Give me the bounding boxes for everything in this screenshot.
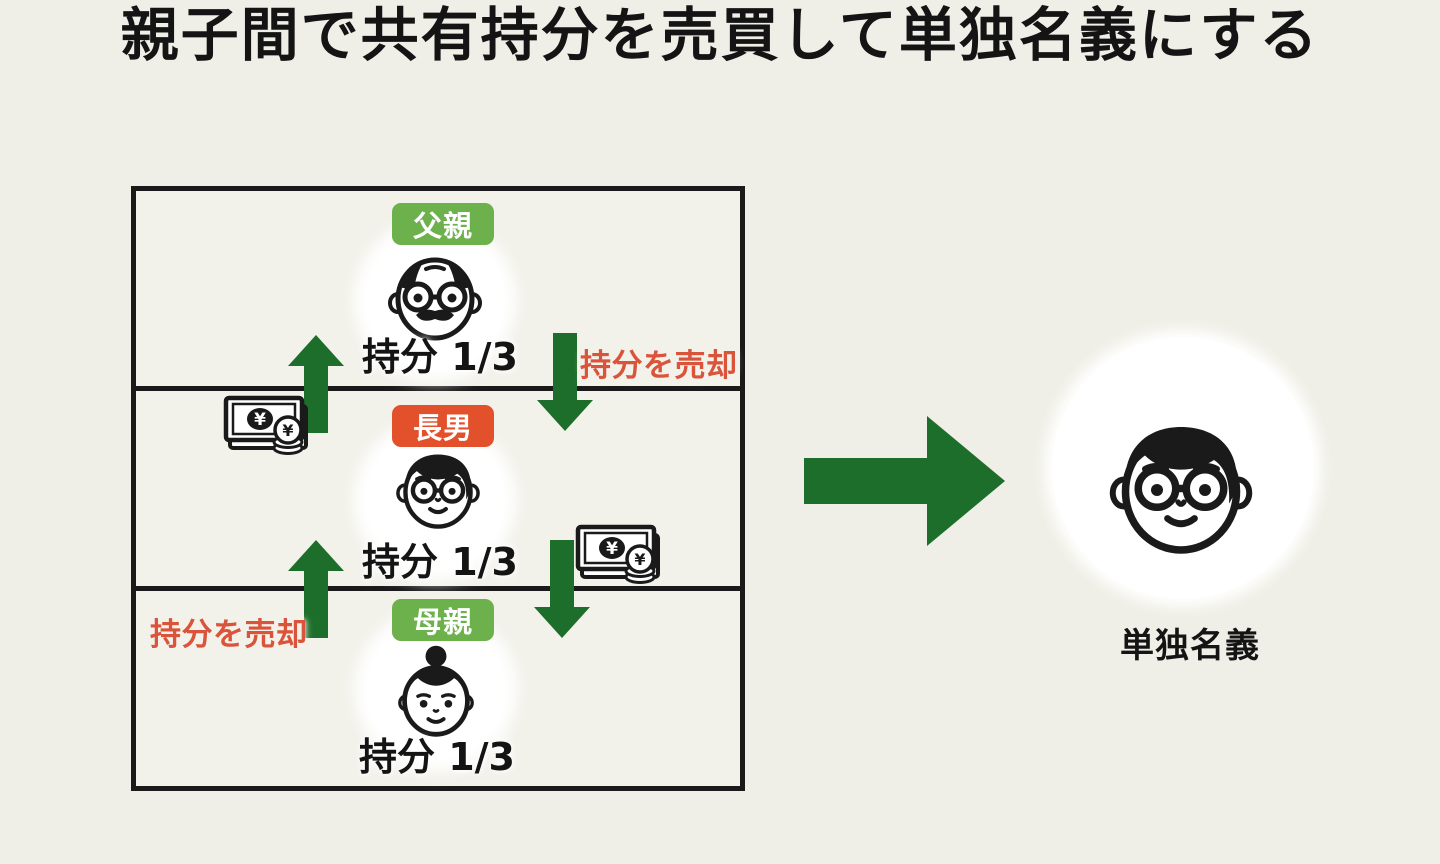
yen-money-icon: ¥ ¥ bbox=[574, 521, 666, 589]
floor-divider-top bbox=[136, 386, 740, 391]
page-title: 親子間で共有持分を売買して単独名義にする bbox=[120, 1, 1320, 69]
svg-text:¥: ¥ bbox=[282, 421, 293, 440]
father-badge: 父親 bbox=[392, 203, 494, 245]
yen-money-icon: ¥ ¥ bbox=[222, 392, 314, 460]
mother-share-label: 持分 1/3 bbox=[359, 735, 515, 779]
share-down-arrow-icon bbox=[537, 333, 593, 431]
svg-text:¥: ¥ bbox=[606, 539, 618, 559]
single-owner-face-icon bbox=[1106, 390, 1256, 575]
sell-share-label-top: 持分を売却 bbox=[580, 348, 738, 384]
result-arrow-icon bbox=[804, 414, 1006, 548]
money-up-arrow-icon bbox=[288, 540, 344, 638]
eldest-son-face-icon bbox=[394, 443, 482, 531]
svg-text:¥: ¥ bbox=[254, 410, 266, 430]
single-owner-label: 単独名義 bbox=[1120, 626, 1260, 666]
father-share-label: 持分 1/3 bbox=[362, 335, 518, 379]
eldest-son-badge: 長男 bbox=[392, 405, 494, 447]
share-down-arrow-icon bbox=[534, 540, 590, 638]
mother-face-icon bbox=[396, 643, 476, 738]
money-up-arrow-icon bbox=[288, 335, 344, 433]
mother-badge: 母親 bbox=[392, 599, 494, 641]
floor-divider-bottom bbox=[136, 586, 740, 591]
eldest-son-share-label: 持分 1/3 bbox=[362, 540, 518, 584]
sell-share-label-bottom: 持分を売却 bbox=[150, 617, 308, 653]
father-face-icon bbox=[385, 247, 485, 343]
svg-text:¥: ¥ bbox=[634, 550, 645, 569]
